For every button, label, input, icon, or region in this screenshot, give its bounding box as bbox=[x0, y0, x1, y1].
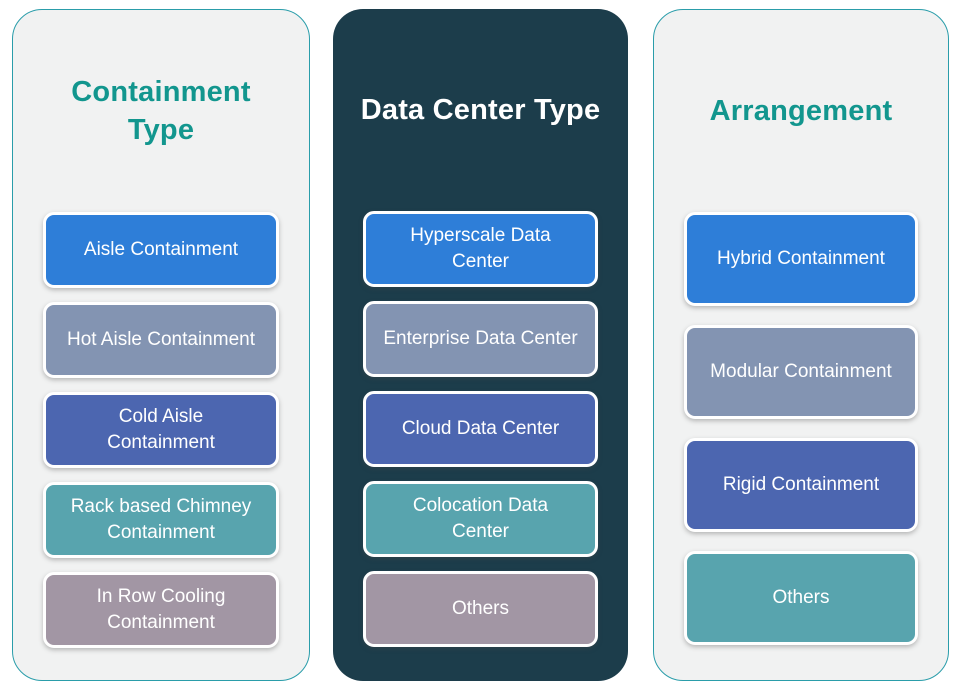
panel-arrangement: Arrangement Hybrid Containment Modular C… bbox=[653, 9, 949, 681]
category-item-colocation-data-center: Colocation Data Center bbox=[363, 481, 598, 557]
category-item-hybrid-containment: Hybrid Containment bbox=[684, 212, 918, 306]
containment-type-items: Aisle Containment Hot Aisle Containment … bbox=[13, 212, 309, 648]
category-item-hot-aisle-containment: Hot Aisle Containment bbox=[43, 302, 279, 378]
category-item-cold-aisle-containment: Cold Aisle Containment bbox=[43, 392, 279, 468]
category-item-modular-containment: Modular Containment bbox=[684, 325, 918, 419]
panel-containment-type: Containment Type Aisle Containment Hot A… bbox=[12, 9, 310, 681]
arrangement-items: Hybrid Containment Modular Containment R… bbox=[654, 212, 948, 645]
category-item-others-data-center: Others bbox=[363, 571, 598, 647]
category-item-rigid-containment: Rigid Containment bbox=[684, 438, 918, 532]
panel-data-center-type: Data Center Type Hyperscale Data Center … bbox=[333, 9, 628, 681]
category-item-cloud-data-center: Cloud Data Center bbox=[363, 391, 598, 467]
category-item-rack-based-chimney-containment: Rack based Chimney Containment bbox=[43, 482, 279, 558]
category-item-others-arrangement: Others bbox=[684, 551, 918, 645]
category-item-enterprise-data-center: Enterprise Data Center bbox=[363, 301, 598, 377]
panel-title-arrangement: Arrangement bbox=[709, 95, 893, 127]
category-item-aisle-containment: Aisle Containment bbox=[43, 212, 279, 288]
category-item-in-row-cooling-containment: In Row Cooling Containment bbox=[43, 572, 279, 648]
panel-title-containment-type: Containment Type bbox=[71, 76, 251, 146]
data-center-type-items: Hyperscale Data Center Enterprise Data C… bbox=[333, 211, 628, 647]
category-item-hyperscale-data-center: Hyperscale Data Center bbox=[363, 211, 598, 287]
panel-title-data-center-type: Data Center Type bbox=[360, 94, 601, 126]
